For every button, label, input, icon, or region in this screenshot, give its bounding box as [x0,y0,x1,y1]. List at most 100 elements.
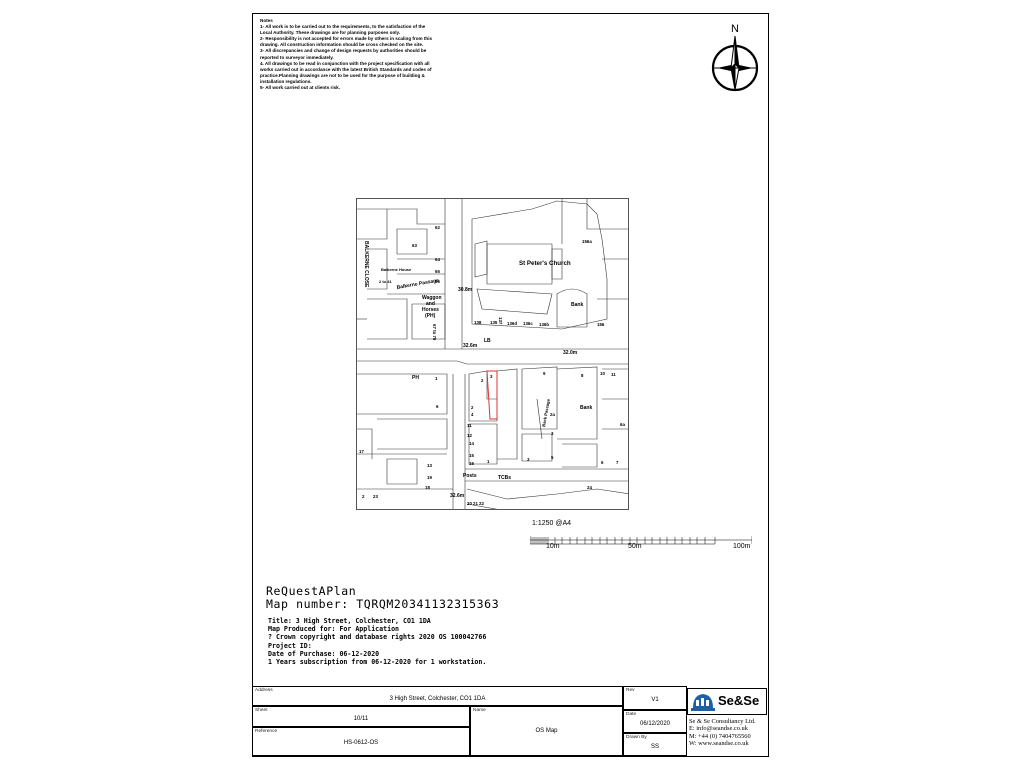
map-label-church: St Peter's Church [519,260,571,267]
notes-block: Notes 1- All work is to be carried out t… [260,18,438,91]
map-info: ReQuestAPlan Map number: TQRQM2034113231… [266,585,499,611]
brand-title: ReQuestAPlan [266,584,357,598]
map-info-lines: Title: 3 High Street, Colchester, CO1 1D… [268,617,486,666]
company-name: Se & Se Consultancy Ltd. [689,718,756,725]
map-num: 5 [551,455,554,460]
map-label-ph: (PH) [425,313,436,319]
drawn-by-label: Drawn By [626,735,647,740]
info-line: ? Crown copyright and database rights 20… [268,633,487,642]
map-num: 2a [550,412,555,417]
map-num: 10 [600,371,605,376]
map-num: 3 [527,457,530,462]
map-num: 6 [601,460,604,465]
scale-tick-label: 10m [546,543,560,550]
map-num: 20 [467,501,472,506]
map-num: 3 [551,431,554,436]
north-label: N [731,23,739,35]
rev-label: Rev [626,688,635,693]
map-num: 64 [435,257,440,262]
note-line: 2- Responsibility is not accepted for er… [260,36,433,42]
map-label-bm: 30.8m [458,287,473,293]
company-block: Se&Se Se & Se Consultancy Ltd. E: info@s… [687,688,767,754]
note-line: 3- All discrepancies and change of desig… [260,48,427,54]
company-website: W: www.seandse.co.uk [689,740,749,748]
map-num: 63 [412,243,417,248]
map-num: 21 [473,501,478,506]
map-num: 11 [467,423,472,428]
address-label: Address [255,688,273,693]
map-num: 14 [469,441,474,446]
drawing-sheet [252,13,769,757]
company-email: E: info@seandse.co.uk [689,725,748,733]
info-line: Date of Purchase: 06-12-2020 [268,649,380,658]
map-label-balkerne-close: BALKERNE CLOSE [363,241,369,288]
map-label-posts: Posts [463,473,477,479]
map-num: 18 [425,485,430,490]
map-num: 4 [471,412,474,417]
reference-cell: Reference HS-0612-OS [252,727,470,756]
map-num: 7 [616,460,619,465]
date-label: Date [626,712,637,717]
map-label-back-passage: Back Passage [541,398,551,427]
map-num: 6a [620,422,625,427]
map-label-horses: Horses [422,307,439,313]
date-value: 06/12/2020 [639,721,671,727]
scale-tick-label: 100m [733,543,751,550]
map-num: 3 [490,374,493,379]
map-label-bm: 32.0m [563,350,578,356]
map-num: 136c [523,321,533,326]
map-num: 15 [469,453,474,458]
map-num: 22 [479,501,484,506]
sheet-cell: Sheet 10/11 [252,706,470,727]
map-label-balkerne-house: Balkerne House [381,267,412,272]
map-label-bank: Bank [571,302,583,308]
sheet-value: 10/11 [353,716,369,722]
note-line: 5- All work carried out at clients risk. [260,85,340,91]
note-line: practice.Planning drawings are not to be… [260,72,425,78]
map-label-bm: 32.6m [450,493,465,499]
map-num: 156 [597,322,605,327]
map-num: 1 [435,376,438,381]
map-num: 62 [435,225,440,230]
map-num: 138 [474,320,482,325]
drawn-by-cell: Drawn By SS [623,733,687,756]
map-num: 156a [582,239,592,244]
map-num: 24 [587,485,592,490]
address-value: 3 High Street, Colchester, CO1 1DA [389,696,486,702]
map-num: 13 [427,463,432,468]
map-num: 17 [359,449,364,454]
map-label-lb: LB [484,338,491,344]
map-num: 136b [539,322,549,327]
map-num: 9 [543,371,546,376]
map-num: 135 [490,320,498,325]
name-label: Name [473,708,486,713]
map-label-and: and [426,301,435,307]
map-num: 66 [435,279,440,284]
map-num: 137 [498,317,503,325]
helmet-icon [691,694,715,711]
note-line: installation regulations. [260,78,312,84]
map-label-bank: Bank [580,405,592,411]
address-cell: Address 3 High Street, Colchester, CO1 1… [252,686,623,706]
rev-cell: Rev V1 [623,686,687,710]
date-cell: Date 06/12/2020 [623,710,687,733]
note-line: 1- All work is to be carried out to the … [260,24,426,30]
note-line: Local Authority. These drawings are for … [260,30,401,36]
map-num: 23 [373,494,378,499]
map-num: 2 [362,494,365,499]
sheet-label: Sheet [255,708,268,713]
map-num: 12 [467,433,472,438]
map-label-tcbs: TCBs [498,475,511,481]
map-num: 65 [435,269,440,274]
note-line: 4. All drawings to be read in conjunctio… [260,60,430,66]
map-label-2-to-41: 2 to 41 [379,279,392,284]
map-num: 16 [469,461,474,466]
company-logo-text: Se&Se [718,693,760,708]
info-line: Title: 3 High Street, Colchester, CO1 1D… [268,617,431,625]
map-num: 2 [481,378,484,383]
map-num: 1 [487,459,490,464]
company-details: Se & Se Consultancy Ltd. E: info@seandse… [689,718,756,748]
company-logo: Se&Se [687,688,767,715]
os-map: St Peter's Church Bank Bank BALKERNE CLO… [356,198,629,510]
notes-heading: Notes [260,18,273,23]
